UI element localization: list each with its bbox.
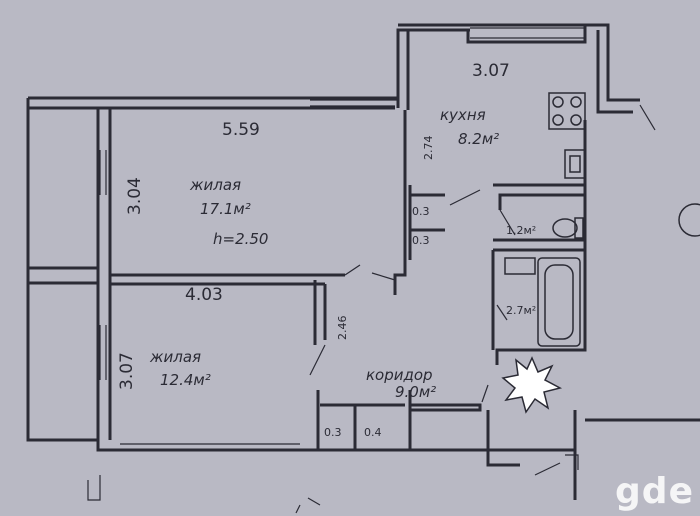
windows	[99, 27, 585, 445]
dim-kitchen-depth: 2.74	[422, 136, 435, 161]
walls	[26, 23, 700, 500]
toilet-icon	[552, 217, 584, 239]
room-living2-name: жилая	[149, 348, 201, 366]
room-living2-area: 12.4м²	[160, 371, 211, 389]
closet-a-area: 0.3	[412, 205, 430, 218]
stove-icon	[548, 92, 586, 130]
dim-partition-length: 2.46	[336, 316, 349, 341]
room-bath-area: 2.7м²	[506, 304, 536, 317]
room-living1-name: жилая	[189, 176, 241, 194]
room-living1-area: 17.1м²	[200, 200, 251, 218]
room-living1-height: h=2.50	[213, 230, 268, 248]
room-corridor-area: 9.0м²	[395, 383, 436, 401]
doors	[87, 104, 656, 514]
bathtub-icon	[504, 257, 581, 347]
room-kitchen-area: 8.2м²	[458, 130, 499, 148]
sink-icon	[564, 149, 586, 179]
room-kitchen-name: кухня	[440, 106, 486, 124]
room-corridor-name: коридор	[366, 366, 433, 384]
dim-kitchen-width: 3.07	[472, 61, 510, 81]
room-wc-area: 1.2м²	[506, 224, 536, 237]
dim-corridor-width: 4.03	[185, 285, 223, 305]
closet-c-area: 0.3	[324, 426, 342, 439]
starburst-icon	[501, 356, 563, 414]
closet-d-area: 0.4	[364, 426, 382, 439]
watermark-logo: gde	[615, 471, 694, 512]
dim-living1-depth: 3.04	[125, 177, 145, 215]
dim-living2-depth: 3.07	[117, 352, 137, 390]
door-arc-icon	[678, 203, 700, 237]
closet-b-area: 0.3	[412, 234, 430, 247]
dim-living1-width: 5.59	[222, 120, 260, 140]
